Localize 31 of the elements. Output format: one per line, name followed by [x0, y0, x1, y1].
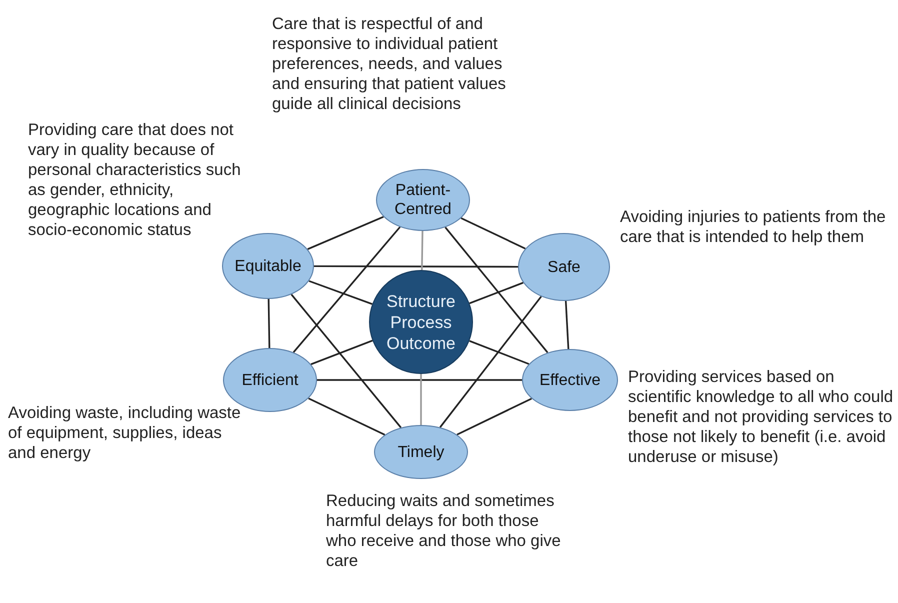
- connector-line: [469, 282, 524, 304]
- node-label: Safe: [546, 258, 582, 276]
- node-label: Efficient: [240, 370, 300, 390]
- node-label: Patient-Centred: [394, 181, 452, 219]
- connector-line: [456, 398, 532, 436]
- connector-line: [310, 340, 373, 366]
- description-text: Providing services based on scientific knowledge to all who could benefit and not providing services to those not likely to benefit (i.e. avoid underuse or misuse): [628, 367, 894, 467]
- description-text: Care that is respectful of and responsive to individual patient preferences, needs, and values and ensuring that patient values guide all clinical decisions: [272, 14, 507, 114]
- node-label: Equitable: [234, 256, 302, 276]
- node-label: Effective: [538, 370, 602, 390]
- connector-line: [564, 300, 570, 350]
- node-label: Structure Process Outcome: [386, 290, 456, 354]
- description-text: Providing care that does not vary in quality because of personal characteristics such as gender, ethnicity, geographic locations and socio-economic status: [28, 120, 242, 240]
- description-text: Avoiding injuries to patients from the care that is intended to help them: [620, 207, 887, 247]
- connector-line: [268, 298, 270, 348]
- connector-line: [317, 379, 522, 381]
- connector-line: [439, 296, 542, 428]
- node-label: Timely: [396, 442, 446, 462]
- description-text: Reducing waits and sometimes harmful delays for both those who receive and those who give care: [326, 491, 562, 571]
- connector-line: [308, 398, 386, 436]
- connector-line: [314, 265, 518, 268]
- connector-line: [290, 294, 402, 428]
- connector-line: [460, 217, 526, 250]
- connector-line: [421, 230, 424, 270]
- connector-line: [469, 340, 530, 365]
- connector-line: [308, 280, 372, 305]
- connector-line: [292, 226, 401, 353]
- connector-line: [444, 226, 548, 354]
- connector-line: [307, 216, 384, 250]
- connector-line: [420, 374, 422, 425]
- description-text: Avoiding waste, including waste of equipment, supplies, ideas and energy: [8, 403, 242, 463]
